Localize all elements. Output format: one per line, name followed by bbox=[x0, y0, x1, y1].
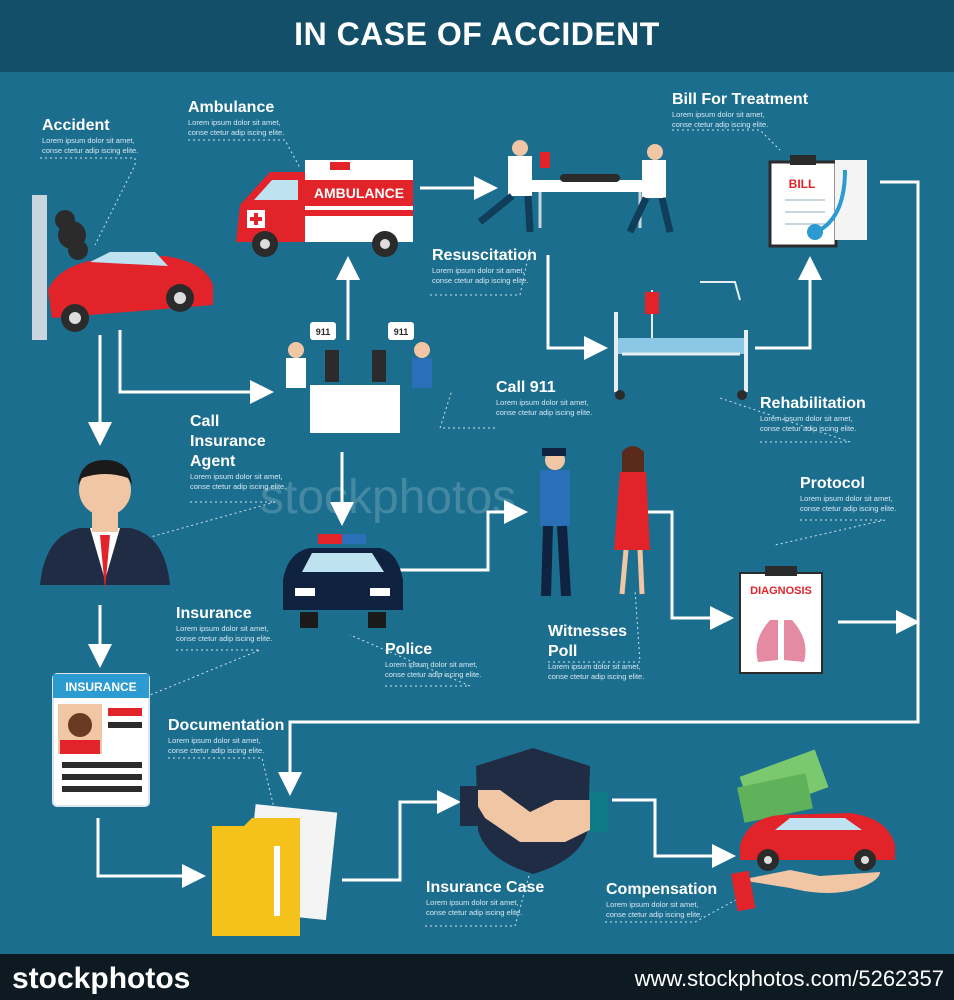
label-witnesses-line1: Witnesses bbox=[548, 623, 627, 640]
arrow-handshake-to-comp bbox=[612, 798, 736, 868]
bubble-911-right: 911 bbox=[394, 327, 409, 337]
insurance-card-illustration: INSURANCE bbox=[52, 673, 150, 807]
ambulance-illustration: AMBULANCE bbox=[236, 160, 413, 257]
bill-sign: BILL bbox=[789, 177, 816, 191]
diagnosis-sign: DIAGNOSIS bbox=[750, 585, 812, 597]
label-protocol: Protocol Lorem ipsum dolor sit amet, con… bbox=[800, 474, 900, 514]
label-witnesses-desc: Lorem ipsum dolor sit amet, conse ctetur… bbox=[548, 662, 645, 681]
footer-logo: stockphotos bbox=[12, 962, 191, 995]
label-insurance-case-desc: Lorem ipsum dolor sit amet, conse ctetur… bbox=[426, 898, 523, 917]
agent-illustration bbox=[40, 460, 170, 590]
label-ambulance-desc: Lorem ipsum dolor sit amet, conse ctetur… bbox=[188, 118, 285, 137]
label-ambulance-title: Ambulance bbox=[188, 99, 275, 116]
label-insurance-desc: Lorem ipsum dolor sit amet, conse ctetur… bbox=[176, 624, 273, 643]
arrow-insurance-to-docs bbox=[96, 818, 206, 888]
label-call911-title: Call 911 bbox=[496, 379, 556, 396]
label-rehabilitation-title: Rehabilitation bbox=[760, 395, 866, 412]
label-resuscitation-desc: Lorem ipsum dolor sit amet, conse ctetur… bbox=[432, 266, 529, 285]
accident-illustration bbox=[32, 195, 213, 340]
label-compensation-title: Compensation bbox=[606, 881, 718, 898]
flowchart-graphics: AMBULANCE BILL 911 911 bbox=[32, 129, 920, 936]
insurance-card-sign: INSURANCE bbox=[65, 680, 136, 694]
label-bill-desc: Lorem ipsum dolor sit amet, conse ctetur… bbox=[672, 110, 769, 129]
bubble-911-left: 911 bbox=[316, 327, 331, 337]
documentation-illustration bbox=[212, 804, 338, 936]
label-insurance: Insurance Lorem ipsum dolor sit amet, co… bbox=[176, 604, 276, 644]
dotted-leaders bbox=[40, 129, 886, 927]
label-insurance-case-title: Insurance Case bbox=[426, 879, 545, 896]
arrow-witness-to-diagnosis bbox=[645, 510, 734, 630]
label-call911-desc: Lorem ipsum dolor sit amet, conse ctetur… bbox=[496, 398, 593, 417]
label-compensation-desc: Lorem ipsum dolor sit amet, conse ctetur… bbox=[606, 900, 703, 919]
arrow-resus-to-rehab bbox=[546, 255, 608, 360]
police-car-illustration bbox=[283, 534, 403, 628]
label-compensation: Compensation Lorem ipsum dolor sit amet,… bbox=[606, 880, 717, 920]
flow-arrows bbox=[88, 176, 920, 888]
label-documentation: Documentation Lorem ipsum dolor sit amet… bbox=[168, 716, 284, 756]
label-rehabilitation: Rehabilitation Lorem ipsum dolor sit ame… bbox=[760, 394, 866, 434]
arrow-accident-to-911 bbox=[118, 330, 274, 404]
label-accident: Accident Lorem ipsum dolor sit amet, con… bbox=[42, 116, 142, 156]
label-accident-desc: Lorem ipsum dolor sit amet, conse ctetur… bbox=[42, 136, 139, 155]
call911-illustration: 911 911 bbox=[286, 322, 432, 433]
label-agent: Call Insurance Agent Lorem ipsum dolor s… bbox=[190, 412, 290, 492]
label-insurance-title: Insurance bbox=[176, 605, 252, 622]
label-bill: Bill For Treatment Lorem ipsum dolor sit… bbox=[672, 90, 808, 130]
arrow-docs-to-handshake bbox=[342, 790, 461, 882]
bill-illustration: BILL bbox=[768, 155, 867, 248]
label-documentation-title: Documentation bbox=[168, 717, 285, 734]
footer-image-id: www.stockphotos.com/5262357 bbox=[634, 966, 944, 991]
label-protocol-title: Protocol bbox=[800, 475, 865, 492]
resuscitation-illustration bbox=[477, 140, 674, 234]
label-police-title: Police bbox=[385, 641, 433, 658]
label-witnesses: Witnesses Poll Lorem ipsum dolor sit ame… bbox=[548, 622, 648, 682]
label-protocol-desc: Lorem ipsum dolor sit amet, conse ctetur… bbox=[800, 494, 897, 513]
rehabilitation-illustration bbox=[614, 281, 748, 400]
footer-bar: stockphotos www.stockphotos.com/5262357 bbox=[0, 954, 954, 1000]
page-title: IN CASE OF ACCIDENT bbox=[294, 16, 660, 52]
label-agent-line2: Insurance bbox=[190, 433, 266, 450]
compensation-illustration bbox=[731, 749, 895, 912]
label-bill-title: Bill For Treatment bbox=[672, 91, 809, 108]
label-police: Police Lorem ipsum dolor sit amet, conse… bbox=[385, 640, 485, 680]
header-bar: IN CASE OF ACCIDENT bbox=[0, 0, 954, 72]
arrow-police-to-witness bbox=[400, 500, 528, 572]
label-agent-desc: Lorem ipsum dolor sit amet, conse ctetur… bbox=[190, 472, 287, 491]
watermark: stockphotos bbox=[260, 471, 517, 524]
label-call911: Call 911 Lorem ipsum dolor sit amet, con… bbox=[496, 378, 596, 418]
diagnosis-illustration: DIAGNOSIS bbox=[739, 566, 823, 674]
witnesses-illustration bbox=[540, 446, 650, 597]
ambulance-sign: AMBULANCE bbox=[314, 185, 404, 201]
label-accident-title: Accident bbox=[42, 117, 110, 134]
label-ambulance: Ambulance Lorem ipsum dolor sit amet, co… bbox=[188, 98, 288, 138]
label-insurance-case: Insurance Case Lorem ipsum dolor sit ame… bbox=[426, 878, 544, 918]
label-agent-line3: Agent bbox=[190, 453, 236, 470]
label-witnesses-line2: Poll bbox=[548, 643, 578, 660]
arrow-rehab-to-bill bbox=[755, 256, 822, 350]
label-documentation-desc: Lorem ipsum dolor sit amet, conse ctetur… bbox=[168, 736, 265, 755]
label-resuscitation: Resuscitation Lorem ipsum dolor sit amet… bbox=[432, 246, 537, 286]
arrow-bill-to-right bbox=[278, 180, 920, 796]
label-agent-line1: Call bbox=[190, 413, 220, 430]
insurance-case-illustration bbox=[460, 748, 608, 874]
label-rehabilitation-desc: Lorem ipsum dolor sit amet, conse ctetur… bbox=[760, 414, 857, 433]
label-police-desc: Lorem ipsum dolor sit amet, conse ctetur… bbox=[385, 660, 482, 679]
label-resuscitation-title: Resuscitation bbox=[432, 247, 537, 264]
